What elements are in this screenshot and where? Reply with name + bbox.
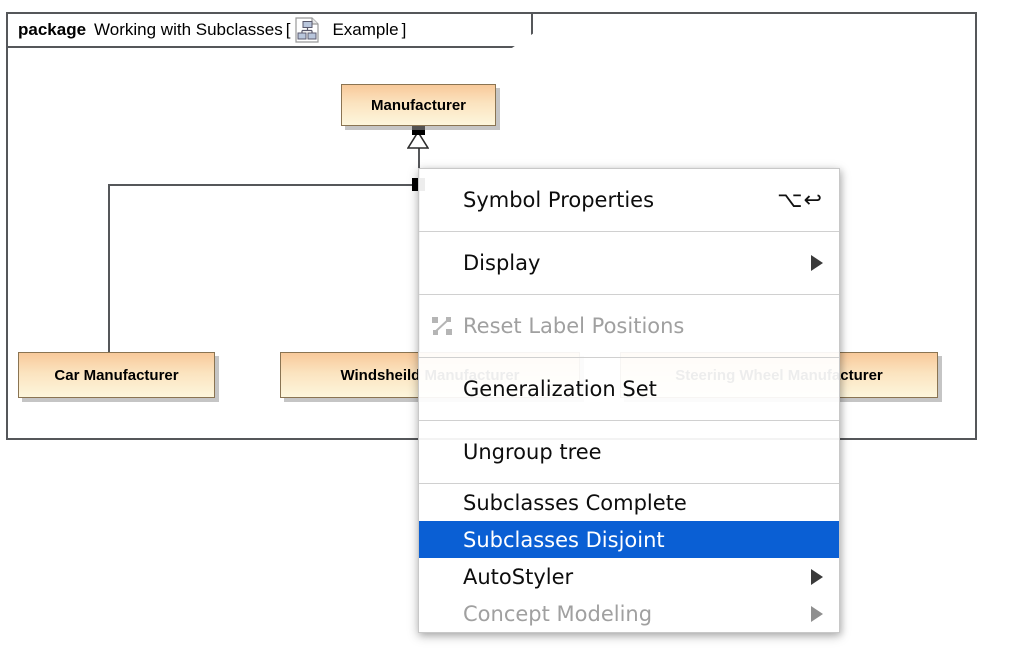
class-box-manufacturer[interactable]: Manufacturer bbox=[341, 84, 496, 126]
bracket-open: [ bbox=[285, 20, 291, 39]
menu-item-label: AutoStyler bbox=[463, 564, 574, 589]
menu-separator bbox=[419, 357, 839, 358]
menu-item-label: Concept Modeling bbox=[463, 601, 653, 626]
menu-item-ungroup-tree[interactable]: Ungroup tree bbox=[419, 421, 839, 483]
submenu-chevron-right-icon bbox=[811, 605, 823, 622]
menu-item-subclasses-disjoint[interactable]: Subclasses Disjoint bbox=[419, 521, 839, 558]
class-box-car-manufacturer[interactable]: Car Manufacturer bbox=[18, 352, 215, 398]
submenu-chevron-right-icon bbox=[811, 568, 823, 585]
menu-item-symbol-properties[interactable]: Symbol Properties ⌥↩ bbox=[419, 169, 839, 231]
menu-item-label: Ungroup tree bbox=[463, 440, 602, 464]
menu-item-label: Reset Label Positions bbox=[463, 314, 685, 338]
submenu-chevron-right-icon bbox=[811, 255, 823, 271]
package-header[interactable]: package Working with Subclasses [ Exampl… bbox=[6, 12, 533, 48]
menu-item-label: Generalization Set bbox=[463, 377, 657, 401]
menu-item-display[interactable]: Display bbox=[419, 232, 839, 294]
menu-item-label: Subclasses Disjoint bbox=[463, 527, 665, 552]
menu-item-label: Subclasses Complete bbox=[463, 490, 687, 515]
package-tab-shape bbox=[6, 12, 533, 48]
menu-item-reset-label-positions: Reset Label Positions bbox=[419, 295, 839, 357]
class-name-label: Manufacturer bbox=[370, 96, 467, 114]
menu-item-label: Symbol Properties bbox=[463, 188, 655, 212]
generalization-branch-left bbox=[108, 184, 110, 354]
diagram-label: Example bbox=[332, 20, 399, 39]
menu-separator bbox=[419, 294, 839, 295]
menu-item-generalization-set[interactable]: Generalization Set bbox=[419, 358, 839, 420]
menu-separator bbox=[419, 420, 839, 421]
menu-item-autostyler[interactable]: AutoStyler bbox=[419, 558, 839, 595]
menu-item-subclasses-complete[interactable]: Subclasses Complete bbox=[419, 484, 839, 521]
generalization-trunk-line bbox=[418, 148, 420, 186]
class-name-label: Car Manufacturer bbox=[54, 366, 179, 384]
menu-item-label: Display bbox=[463, 251, 541, 275]
generalization-triangle-icon bbox=[406, 130, 430, 154]
menu-shortcut-option-return: ⌥↩ bbox=[777, 187, 823, 213]
reset-label-positions-icon bbox=[430, 314, 454, 338]
menu-separator bbox=[419, 483, 839, 484]
package-keyword: package bbox=[18, 20, 87, 39]
bracket-close: ] bbox=[401, 20, 407, 39]
menu-separator bbox=[419, 231, 839, 232]
generalization-horizontal-bar bbox=[108, 184, 420, 186]
class-diagram-icon bbox=[295, 17, 320, 43]
package-name: Working with Subclasses bbox=[94, 20, 283, 39]
menu-item-concept-modeling: Concept Modeling bbox=[419, 595, 839, 632]
